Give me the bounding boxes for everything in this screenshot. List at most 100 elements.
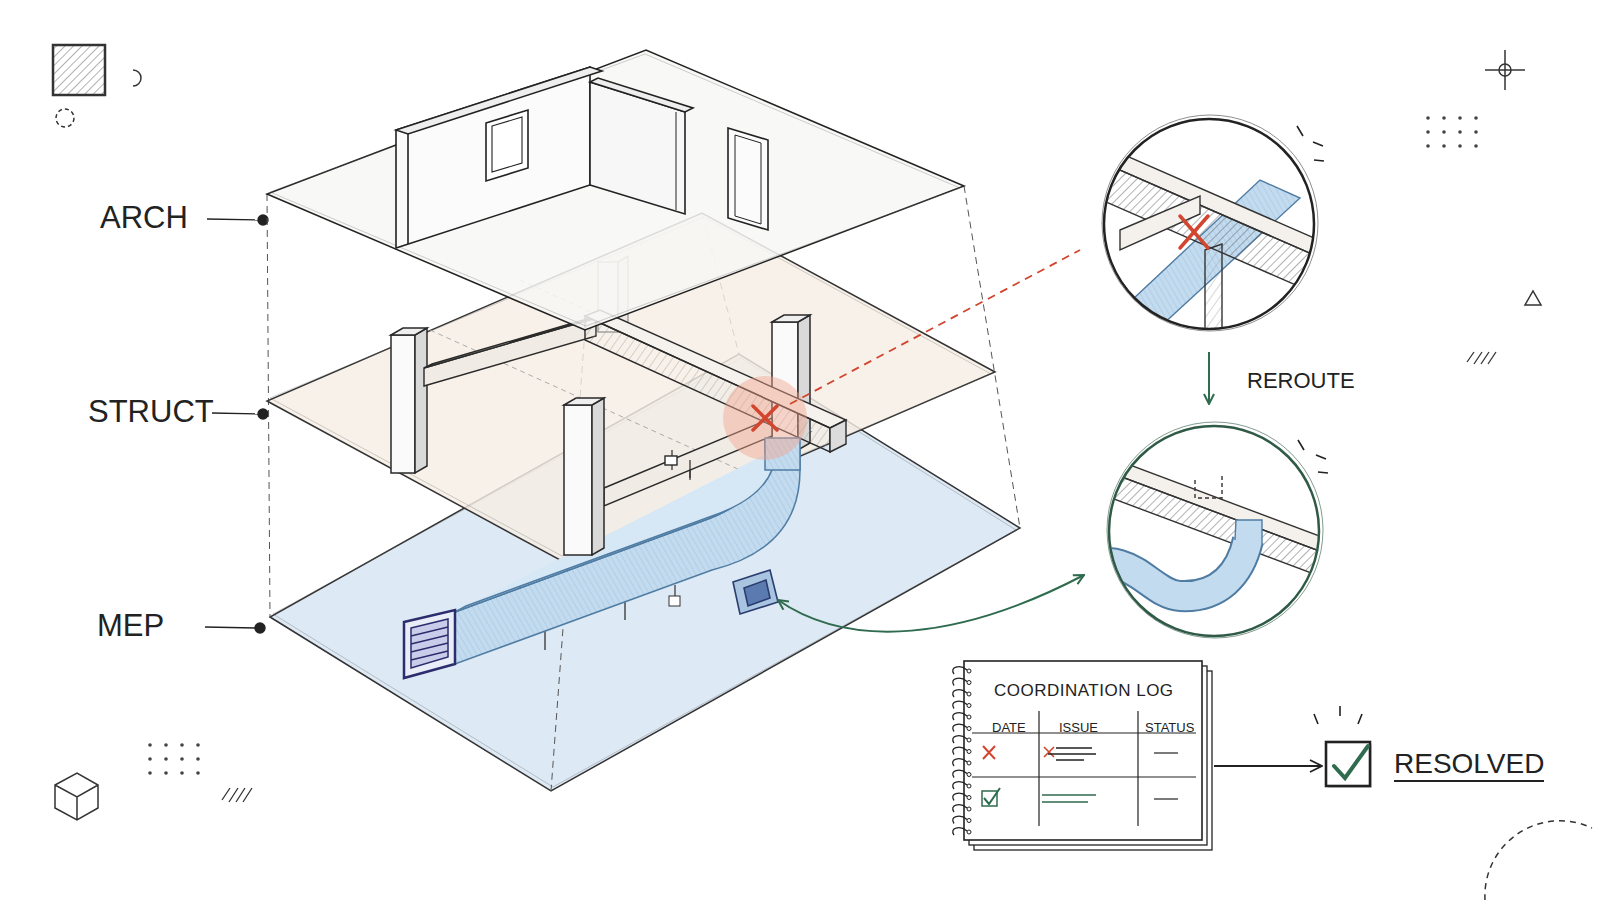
- layer-leader: [205, 627, 258, 628]
- dot-grid: [164, 757, 168, 761]
- supply-grille: [404, 610, 455, 678]
- curved-arrow: [778, 575, 1084, 632]
- hvac-duct: [455, 449, 776, 612]
- notebook-drawing: [972, 711, 1196, 826]
- dot-grid: [148, 757, 152, 761]
- diffuser: [733, 570, 778, 614]
- projection-line: [964, 186, 1020, 528]
- layer-leader: [258, 409, 268, 419]
- dot-grid: [196, 757, 200, 761]
- clash-detail: [1205, 244, 1222, 336]
- notebook-drawing: [967, 784, 971, 788]
- notebook-drawing: [964, 661, 1202, 840]
- curved-arrow: [778, 575, 1084, 632]
- reroute-detail: [1107, 422, 1323, 638]
- decoration: [56, 109, 74, 127]
- clash-marker: [723, 250, 1080, 460]
- structural-column: [564, 398, 604, 405]
- dot-grid: [1426, 144, 1430, 148]
- notebook-drawing: [967, 796, 971, 800]
- notebook-drawing: [953, 667, 967, 674]
- notebook-drawing: [983, 746, 995, 759]
- dot-grid: [180, 743, 184, 747]
- table-header: ISSUE: [1059, 721, 1098, 736]
- dot-grid: [180, 771, 184, 775]
- structural-beam: [665, 456, 677, 465]
- diffuser: [744, 580, 770, 606]
- notebook-drawing: [967, 715, 971, 719]
- dot-grid: [196, 743, 200, 747]
- notebook-drawing: [953, 782, 967, 789]
- arch-wall: [407, 134, 409, 244]
- reroute-detail: [1195, 476, 1222, 498]
- notebook-drawing: [953, 828, 967, 835]
- arch-wall: [735, 135, 761, 224]
- notebook-drawing: [953, 724, 967, 731]
- notebook-drawing: [967, 750, 971, 754]
- arch-wall: [486, 110, 528, 181]
- arch-wall: [396, 67, 590, 248]
- notebook-drawing: [972, 776, 1196, 777]
- arch-wall: [590, 78, 693, 112]
- layer-name: ARCH: [100, 200, 188, 236]
- arch-wall: [728, 128, 768, 230]
- notebook-drawing: [967, 807, 971, 811]
- notebook-drawing: [967, 669, 971, 673]
- decoration: [53, 45, 105, 95]
- structural-column: [391, 328, 427, 335]
- reroute-detail: [1080, 422, 1330, 638]
- dot-grid: [148, 771, 152, 775]
- flow-arrow: [1214, 765, 1322, 767]
- structural-column: [415, 328, 427, 473]
- hvac-duct: [455, 432, 810, 664]
- notebook-drawing: [1044, 747, 1054, 757]
- layer-leader: [212, 413, 262, 414]
- structural-column: [564, 405, 592, 555]
- dot-grid: [1442, 116, 1446, 120]
- notebook-drawing: [984, 788, 1000, 804]
- reroute-detail: [1298, 440, 1328, 473]
- notebook-drawing: [967, 761, 971, 765]
- hvac-duct: [669, 596, 680, 606]
- step-label: REROUTE: [1247, 368, 1355, 393]
- notebook-drawing: [967, 830, 971, 834]
- arch-wall: [676, 112, 677, 210]
- structural-beam: [424, 318, 596, 386]
- notebook-drawing: [967, 773, 971, 777]
- notebook-drawing: [967, 692, 971, 696]
- notebook-drawing: [967, 738, 971, 742]
- notebook-drawing: [967, 819, 971, 823]
- notebook-drawing: [953, 770, 967, 777]
- decoration: [1504, 50, 1506, 90]
- clash-detail: [1104, 119, 1314, 329]
- clash-marker: [723, 376, 807, 460]
- log-title: COORDINATION LOG: [994, 681, 1174, 701]
- clash-detail: [1090, 140, 1330, 350]
- projection-line: [267, 194, 270, 617]
- notebook-drawing: [1048, 748, 1096, 760]
- dot-grid: [164, 743, 168, 747]
- arch-plane: [267, 50, 964, 330]
- layer-name: STRUCT: [88, 394, 214, 430]
- dot-grid: [1458, 130, 1462, 134]
- structural-beam: [424, 310, 846, 506]
- arch-wall: [396, 67, 768, 248]
- clash-marker: [753, 406, 777, 430]
- notebook-drawing: [1038, 711, 1039, 826]
- checkbox-drawing: [1334, 746, 1368, 778]
- decoration: [1525, 291, 1541, 305]
- dot-grid: [1426, 130, 1430, 134]
- notebook-drawing: [953, 678, 967, 685]
- coordination-log-notebook: COORDINATION LOG: [964, 661, 1214, 852]
- table-header: STATUS: [1145, 721, 1194, 736]
- clash-detail: [1297, 126, 1324, 161]
- dot-grid: [1458, 116, 1462, 120]
- diffuser: [733, 570, 778, 614]
- notebook-drawing: [953, 793, 967, 800]
- structural-column: [564, 398, 604, 555]
- notebook-drawing: [953, 690, 967, 697]
- decoration: [222, 788, 252, 802]
